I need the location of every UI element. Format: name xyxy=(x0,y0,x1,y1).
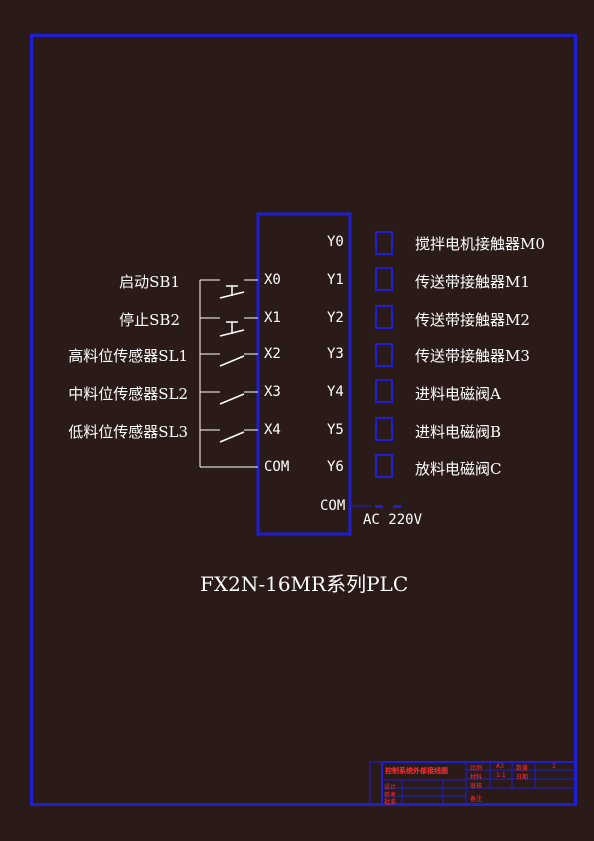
input-label-high-level: 高料位传感器SL1 xyxy=(68,347,188,365)
output-label-valve-a: 进料电磁阀A xyxy=(415,385,501,403)
pin-x4: X4 xyxy=(264,422,281,438)
plc-body xyxy=(256,212,352,536)
input-label-stop: 停止SB2 xyxy=(119,311,180,329)
pin-y4: Y4 xyxy=(327,384,344,400)
coil-y4 xyxy=(375,379,393,403)
pin-x3: X3 xyxy=(264,384,281,400)
title-block-designer: 设计 xyxy=(384,784,397,791)
title-block-material-label: 材料 xyxy=(470,774,483,781)
title-block-check-label: 审核 xyxy=(470,783,483,790)
pin-x0: X0 xyxy=(264,272,281,288)
title-block-scale-label: 比例 xyxy=(470,765,483,772)
plc-model-caption: FX2N-16MR系列PLC xyxy=(200,572,409,596)
output-label-m2: 传送带接触器M2 xyxy=(415,311,530,329)
title-block-sheet-label: 数量 xyxy=(516,765,529,772)
coil-y6 xyxy=(375,454,393,478)
title-block-grid xyxy=(369,745,577,805)
coil-y3 xyxy=(375,343,393,367)
title-block-approval: 批准 xyxy=(384,799,397,806)
output-label-valve-c: 放料电磁阀C xyxy=(415,460,502,478)
title-block-material-value: 1:1 xyxy=(496,772,506,779)
sensor-contact-sl3 xyxy=(200,429,258,443)
pin-y3: Y3 xyxy=(327,346,344,362)
pin-y1: Y1 xyxy=(327,272,344,288)
coil-y1 xyxy=(375,267,393,291)
title-block-title: 控制系统外部接线图 xyxy=(385,767,448,775)
output-label-m1: 传送带接触器M1 xyxy=(415,273,530,291)
pin-x2: X2 xyxy=(264,346,281,362)
coil-y5 xyxy=(375,417,393,441)
coil-y2 xyxy=(375,305,393,329)
title-block-date-label: 日期 xyxy=(516,774,529,781)
output-label-m0: 搅拌电机接触器M0 xyxy=(415,235,545,253)
input-label-low-level: 低料位传感器SL3 xyxy=(68,423,188,441)
drawing-frame xyxy=(30,34,577,806)
input-label-mid-level: 中料位传感器SL2 xyxy=(68,385,188,403)
pin-y5: Y5 xyxy=(327,422,344,438)
pin-y6: Y6 xyxy=(327,459,344,475)
start-switch-sb1 xyxy=(200,279,258,299)
title-block-checker: 参考 xyxy=(384,792,397,799)
ac-supply-symbol xyxy=(375,505,401,508)
output-label-m3: 传送带接触器M3 xyxy=(415,347,530,365)
pin-y0: Y0 xyxy=(327,234,344,250)
output-label-valve-b: 进料电磁阀B xyxy=(415,423,502,441)
pin-input-com: COM xyxy=(264,459,290,475)
pin-x1: X1 xyxy=(264,310,281,326)
pin-y2: Y2 xyxy=(327,310,344,326)
coil-y0 xyxy=(375,231,393,255)
title-block-scale-value: A3 xyxy=(496,763,504,770)
power-supply-label: AC 220V xyxy=(363,512,423,528)
sensor-contact-sl1 xyxy=(200,353,258,367)
input-label-start: 启动SB1 xyxy=(119,273,180,291)
stop-switch-sb2 xyxy=(200,317,258,337)
title-block-note: 备注 xyxy=(470,796,483,803)
title-block-sheet-value: 1 xyxy=(552,763,556,770)
sensor-contact-sl2 xyxy=(200,391,258,405)
pin-output-com: COM xyxy=(320,498,346,514)
